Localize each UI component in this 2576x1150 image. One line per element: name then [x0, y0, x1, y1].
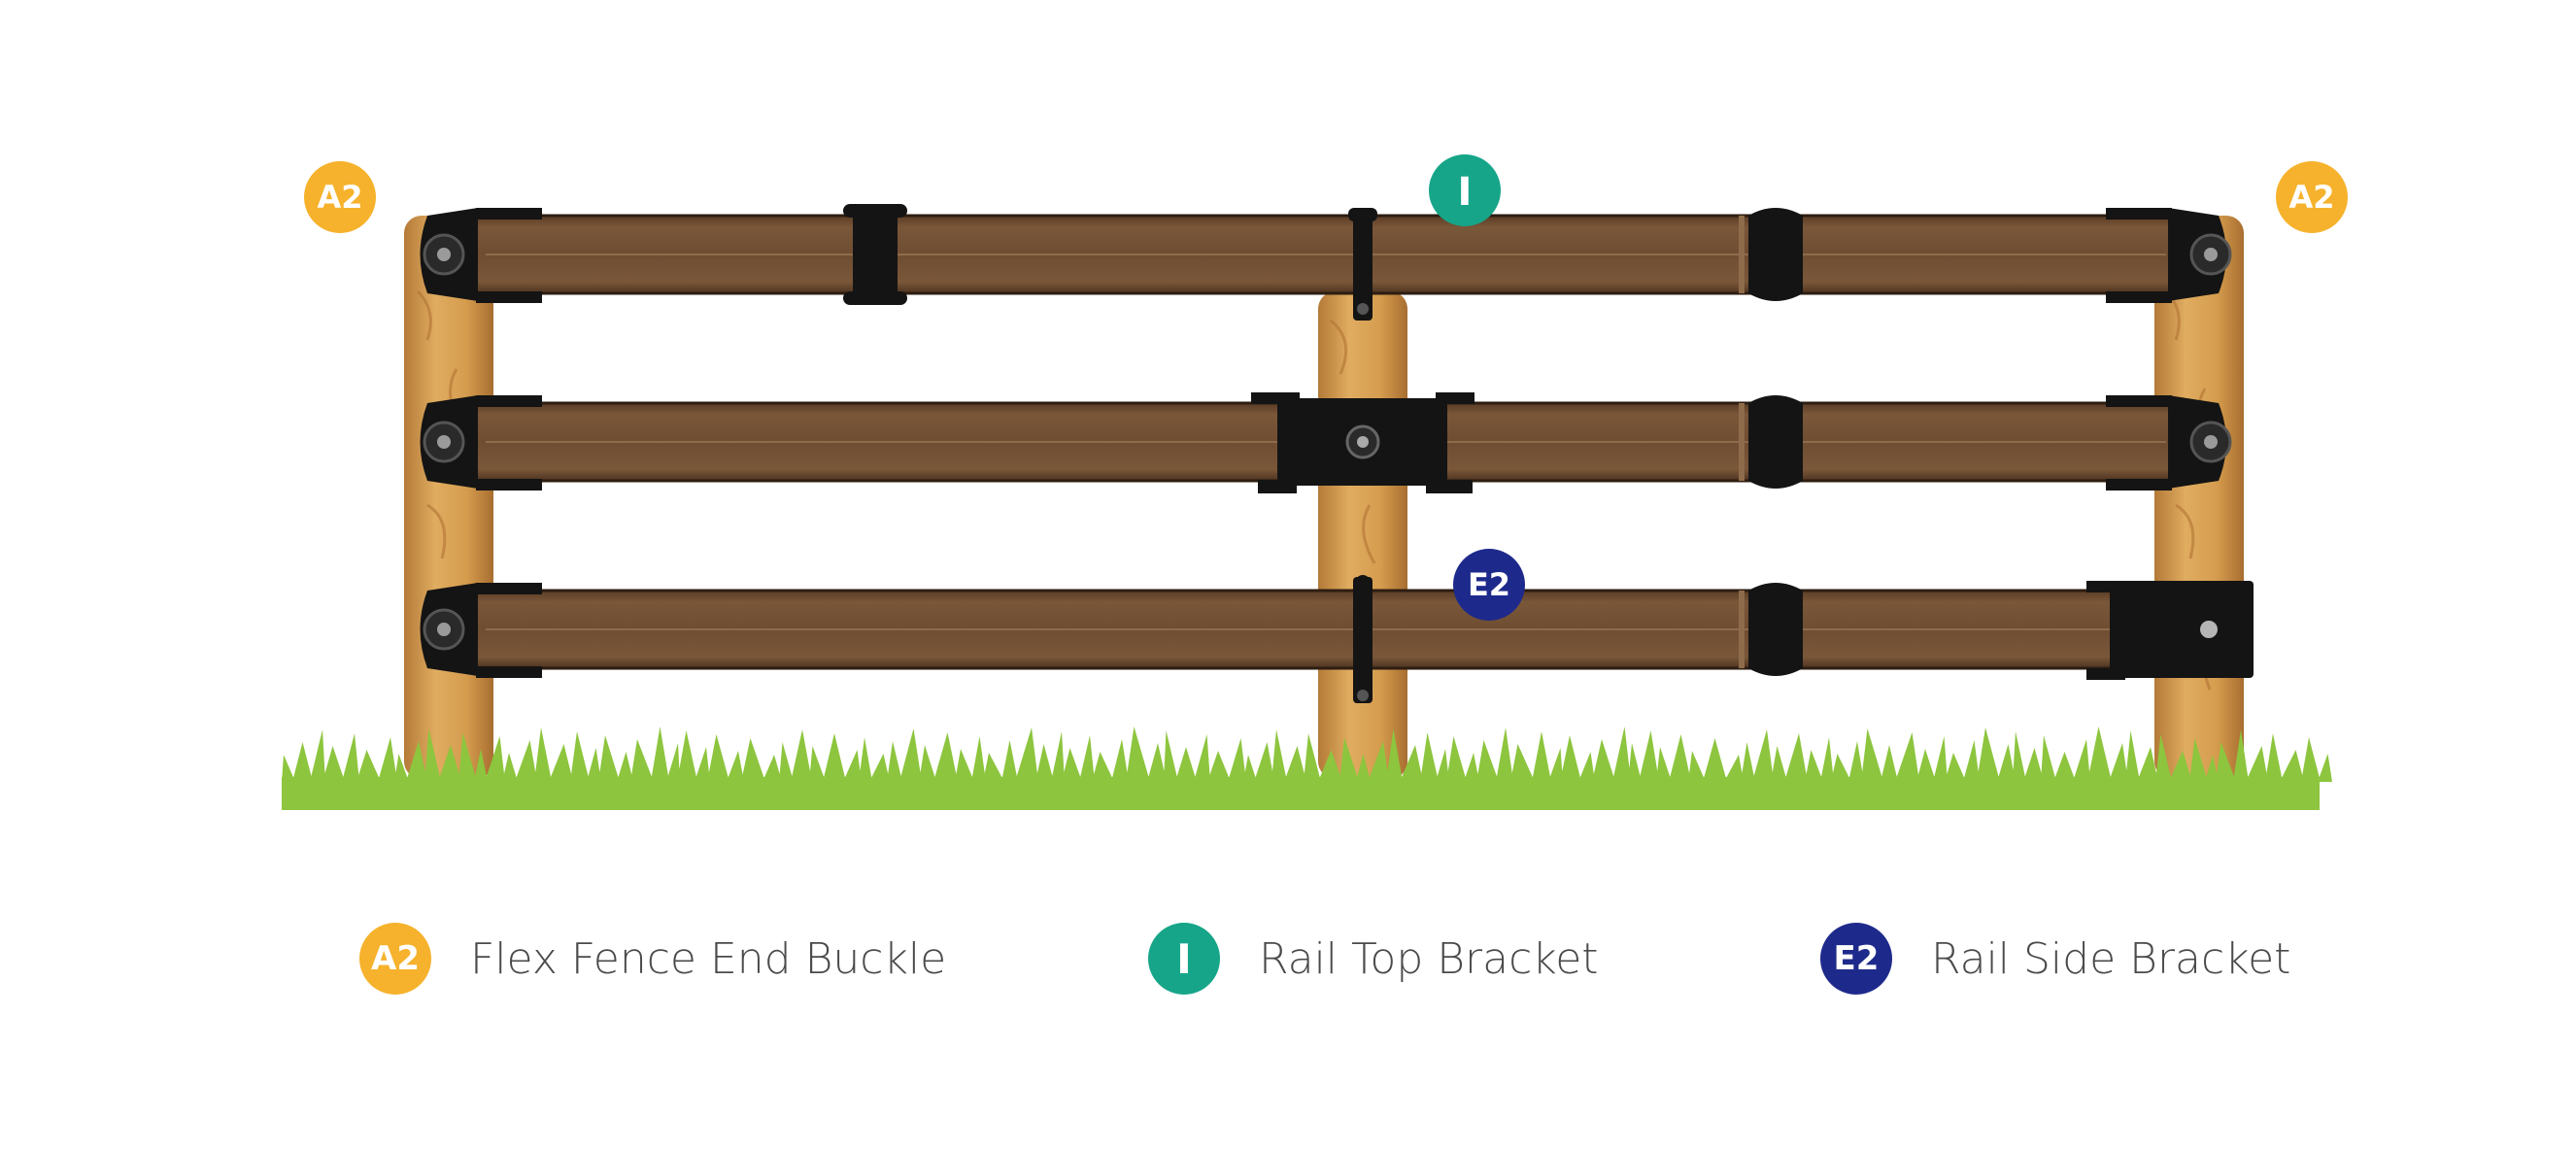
- joiner-top-right: [1739, 208, 1803, 301]
- badge-i-top-label: I: [1458, 170, 1473, 215]
- rail-joiners: [843, 204, 1803, 676]
- legend-item-top-bracket: I Rail Top Bracket: [1148, 923, 1599, 995]
- post-middle: [1318, 291, 1407, 779]
- end-buckle-left-top: [420, 208, 542, 303]
- badge-a2-left-label: A2: [317, 179, 362, 216]
- legend-badge-a2: A2: [359, 923, 431, 995]
- end-buckle-right-top: [2106, 208, 2232, 303]
- legend-label-side-bracket: Rail Side Bracket: [1931, 933, 2291, 984]
- end-plate-right-bottom: [2086, 581, 2254, 680]
- end-buckle-left-bottom: [420, 583, 542, 678]
- end-buckle-right-middle: [2106, 395, 2232, 490]
- splice-plate-middle: [1251, 392, 1474, 493]
- rail-bottom: [474, 589, 2129, 670]
- badge-a2-left: A2: [304, 161, 376, 233]
- legend-item-side-bracket: E2 Rail Side Bracket: [1820, 923, 2290, 995]
- end-buckles: [420, 208, 2254, 680]
- post-brackets: [1251, 208, 1474, 703]
- joiner-bottom-right: [1739, 583, 1803, 676]
- legend-item-end-buckle: A2 Flex Fence End Buckle: [359, 923, 946, 995]
- badge-e2-bottom: E2: [1453, 549, 1525, 621]
- joiner-middle-right: [1739, 395, 1803, 489]
- legend-badge-i: I: [1148, 923, 1220, 995]
- badge-e2-bottom-label: E2: [1468, 566, 1510, 603]
- grass: [282, 727, 2332, 810]
- legend-label-end-buckle: Flex Fence End Buckle: [470, 933, 947, 984]
- posts: [404, 216, 2244, 779]
- badge-i-top: I: [1429, 154, 1501, 226]
- rail-side-bracket-post: [1353, 575, 1373, 703]
- legend-label-top-bracket: Rail Top Bracket: [1259, 933, 1599, 984]
- legend-badge-e2: E2: [1820, 923, 1892, 995]
- rail-top: [474, 214, 2178, 295]
- badge-a2-right: A2: [2276, 161, 2348, 233]
- badge-a2-right-label: A2: [2288, 179, 2334, 216]
- rail-top-bracket-post: [1348, 208, 1377, 321]
- clip-top-left: [843, 204, 907, 305]
- end-buckle-left-middle: [420, 395, 542, 490]
